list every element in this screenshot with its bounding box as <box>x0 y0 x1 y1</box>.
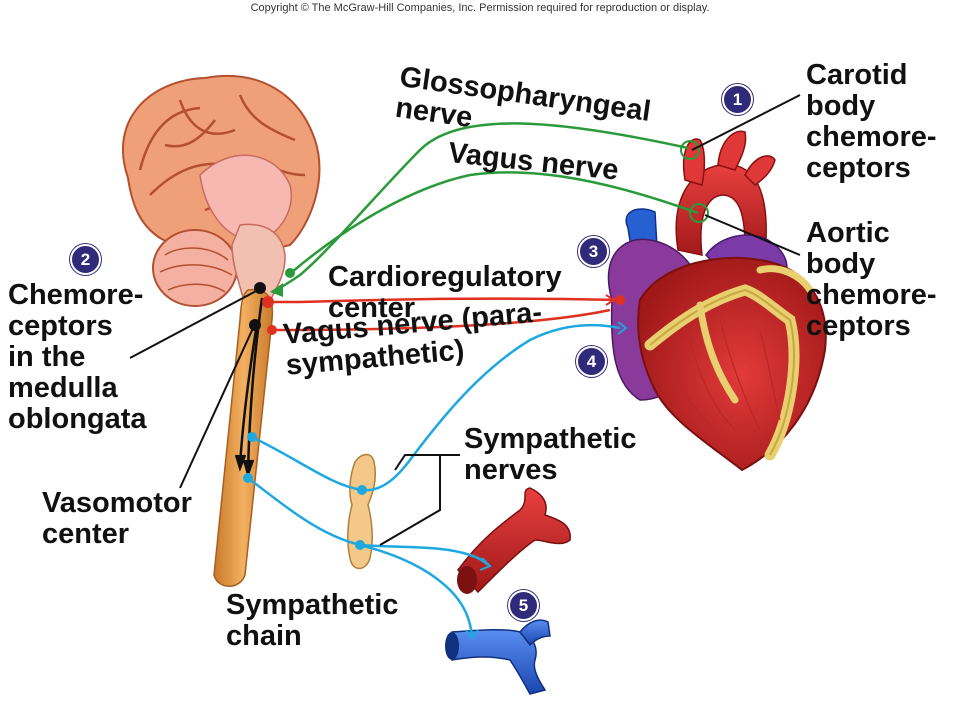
carotid-chemoreceptor-mark <box>680 140 700 160</box>
vagus-parasympathetic-nerve-path-2 <box>274 308 611 332</box>
vasomotor-center-dot <box>249 319 261 331</box>
sympathetic-nerve-to-artery <box>359 543 489 566</box>
step-badge-3: 3 <box>578 236 609 267</box>
sensory-arrowhead <box>270 283 283 297</box>
aortic-body-chemoreceptors-label: Aortic body chemore- ceptors <box>806 217 937 342</box>
parasympathetic-ending <box>605 294 616 306</box>
aortic-chemoreceptor-mark <box>689 203 709 223</box>
sympathetic-heart-ending <box>617 321 628 335</box>
carotid-body-chemoreceptors-label: Carotid body chemore- ceptors <box>806 59 937 184</box>
cardioregulatory-center-label: Cardioregulatory center <box>328 261 562 324</box>
step-badge-4: 4 <box>576 346 607 377</box>
cardioregulatory-center-dot-2 <box>267 325 277 335</box>
medulla-chemoreceptors-label: Chemore- ceptors in the medulla oblongat… <box>8 279 147 435</box>
sympathetic-vein-ending <box>465 629 479 640</box>
sympathetic-ganglion-dot-1 <box>357 485 367 495</box>
brain-illustration <box>122 74 321 307</box>
leader-lines <box>129 94 801 546</box>
sympathetic-nerves-label: Sympathetic nerves <box>464 423 637 486</box>
sympathetic-chain-label: Sympathetic chain <box>226 589 399 652</box>
glossopharyngeal-nerve-path <box>271 122 689 294</box>
vagus-sensory-nerve-path <box>291 171 699 273</box>
sympathetic-nerve-to-vein <box>359 543 474 636</box>
vagus-parasympathetic-nerve-path <box>272 297 621 304</box>
glossopharyngeal-nerve-ending <box>285 268 295 278</box>
step-badge-2: 2 <box>70 244 101 275</box>
artery-illustration <box>457 487 571 594</box>
heart-illustration <box>607 130 827 472</box>
copyright-notice: Copyright © The McGraw-Hill Companies, I… <box>250 2 710 14</box>
cardioregulatory-center-dot <box>262 296 274 308</box>
vasomotor-center-label: Vasomotor center <box>42 487 192 550</box>
step-badge-1: 1 <box>722 84 753 115</box>
sympathetic-chain-ganglia <box>347 453 377 570</box>
sympathetic-ganglion-dot-2 <box>355 540 365 550</box>
sympathetic-cord-dot-1 <box>247 432 257 442</box>
vein-illustration <box>445 619 551 695</box>
step-badge-5: 5 <box>508 590 539 621</box>
sympathetic-artery-ending <box>479 557 492 571</box>
sympathetic-nerve-to-heart <box>251 323 621 492</box>
sympathetic-nerve-to-chain <box>247 477 361 547</box>
parasympathetic-ganglion <box>615 295 625 305</box>
sympathetic-cord-dot-2 <box>243 473 253 483</box>
